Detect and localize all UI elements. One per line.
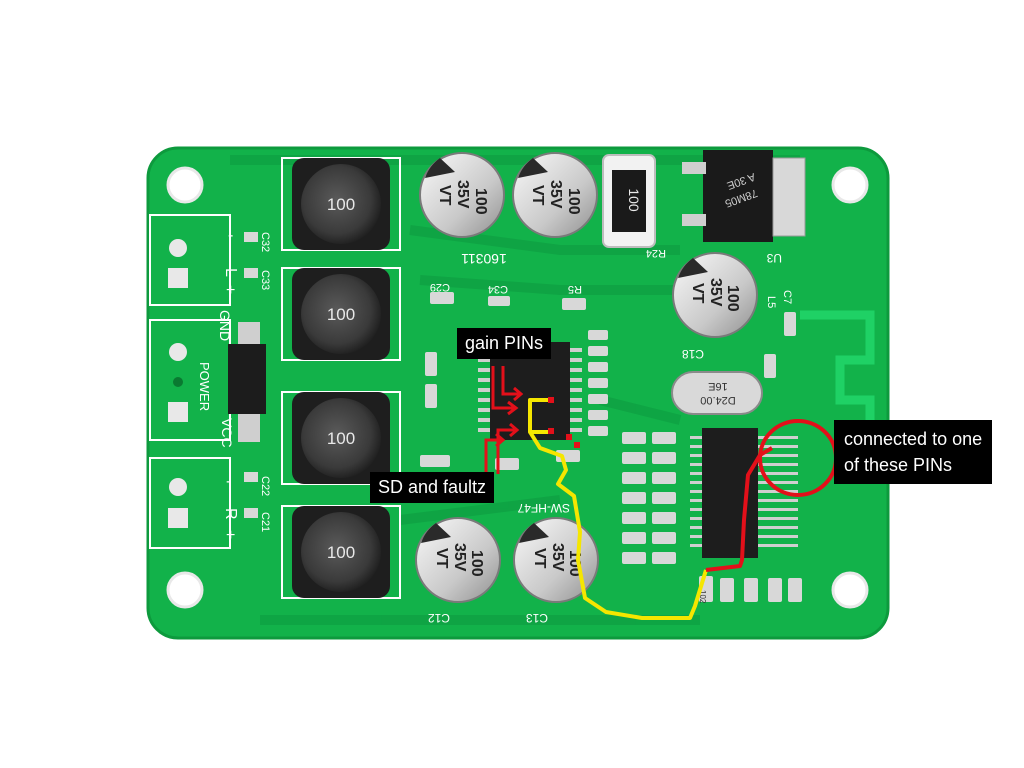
ref-c12: C12	[428, 611, 450, 625]
svg-text:35V: 35V	[549, 543, 566, 572]
capacitor-top-2: 100 35V VT	[512, 152, 598, 238]
silk-gnd: GND	[217, 310, 233, 341]
inductor-1: 100	[281, 157, 401, 251]
svg-text:D24.00: D24.00	[700, 394, 735, 406]
date-code: 160311	[461, 251, 507, 267]
inductor-4: 100	[281, 505, 401, 599]
silk-vcc: VCC	[219, 418, 235, 448]
ref-c33: C33	[259, 270, 271, 290]
sd-arrows	[484, 422, 520, 474]
bluetooth-ic	[690, 428, 798, 558]
capacitor-c18: 100 35V VT	[672, 252, 758, 338]
mounting-holes	[166, 166, 869, 609]
ref-r24: R24	[646, 247, 666, 259]
ref-c7: C7	[781, 290, 793, 304]
silk-plus-r: +	[226, 527, 235, 544]
connection-callout: connected to one of these PINs	[834, 420, 993, 485]
ref-c32: C32	[259, 232, 271, 252]
regulator-u3: A 30E 78M05	[682, 150, 806, 242]
ref-c22: C22	[259, 476, 271, 496]
pin-markers	[548, 397, 580, 448]
inductor-3: 100	[281, 391, 401, 485]
capacitor-c13: 100 35V VT	[513, 517, 599, 603]
svg-text:16E: 16E	[708, 380, 728, 392]
svg-text:100: 100	[472, 188, 489, 215]
ref-c34: C34	[488, 283, 508, 295]
silk-plus-l: +	[226, 282, 235, 299]
connection-label-line-2: of these PINs	[844, 455, 953, 476]
svg-text:35V: 35V	[454, 180, 471, 209]
terminal-l	[149, 214, 231, 306]
svg-text:100: 100	[327, 429, 355, 448]
silk-r: R	[222, 508, 239, 520]
capacitor-c12: 100 35V VT	[415, 517, 501, 603]
yellow-wire	[528, 398, 708, 620]
ref-u3: U3	[766, 251, 782, 265]
capacitor-top-1: 100 35V VT	[419, 152, 505, 238]
board-id: SW-HF47	[517, 501, 570, 515]
smd-marking: 102	[698, 590, 707, 604]
svg-text:35V: 35V	[707, 278, 724, 307]
sd-faultz-callout: SD and faultz	[370, 472, 495, 504]
ref-c21: C21	[259, 512, 271, 532]
svg-text:100: 100	[327, 543, 355, 562]
gain-pins-callout: gain PINs	[457, 328, 552, 360]
smd-components	[420, 292, 802, 602]
crystal: 16E D24.00	[671, 371, 763, 415]
svg-text:100: 100	[724, 285, 741, 312]
svg-text:VT: VT	[436, 185, 453, 206]
svg-text:100: 100	[327, 195, 355, 214]
svg-text:VT: VT	[433, 548, 450, 569]
svg-text:VT: VT	[529, 185, 546, 206]
svg-text:VT: VT	[689, 283, 706, 304]
svg-text:100: 100	[327, 305, 355, 324]
ref-l5: L5	[765, 296, 777, 308]
sd-faultz-label: SD and faultz	[378, 477, 487, 497]
resistor-r24: 100	[602, 154, 656, 248]
svg-text:VT: VT	[531, 548, 548, 569]
svg-text:100: 100	[626, 188, 642, 212]
pcb-antenna	[800, 310, 875, 430]
gain-pins-label: gain PINs	[465, 333, 544, 353]
svg-text:35V: 35V	[547, 180, 564, 209]
ref-c13: C13	[526, 611, 548, 625]
ref-c29: C29	[430, 281, 450, 293]
silk-l: L	[222, 268, 239, 277]
silk-minus-r: -	[226, 473, 231, 490]
svg-text:100: 100	[468, 550, 485, 577]
power-diode	[228, 322, 266, 442]
ref-c18: C18	[682, 347, 704, 361]
terminal-r	[149, 457, 231, 549]
connection-label-line-1: connected to one	[844, 429, 983, 449]
svg-text:100: 100	[565, 188, 582, 215]
gain-arrows	[491, 366, 524, 416]
svg-text:35V: 35V	[451, 543, 468, 572]
ref-r5: R5	[568, 283, 582, 295]
silk-minus-l: -	[228, 227, 233, 244]
inductor-2: 100	[281, 267, 401, 361]
silk-power: POWER	[197, 362, 212, 411]
